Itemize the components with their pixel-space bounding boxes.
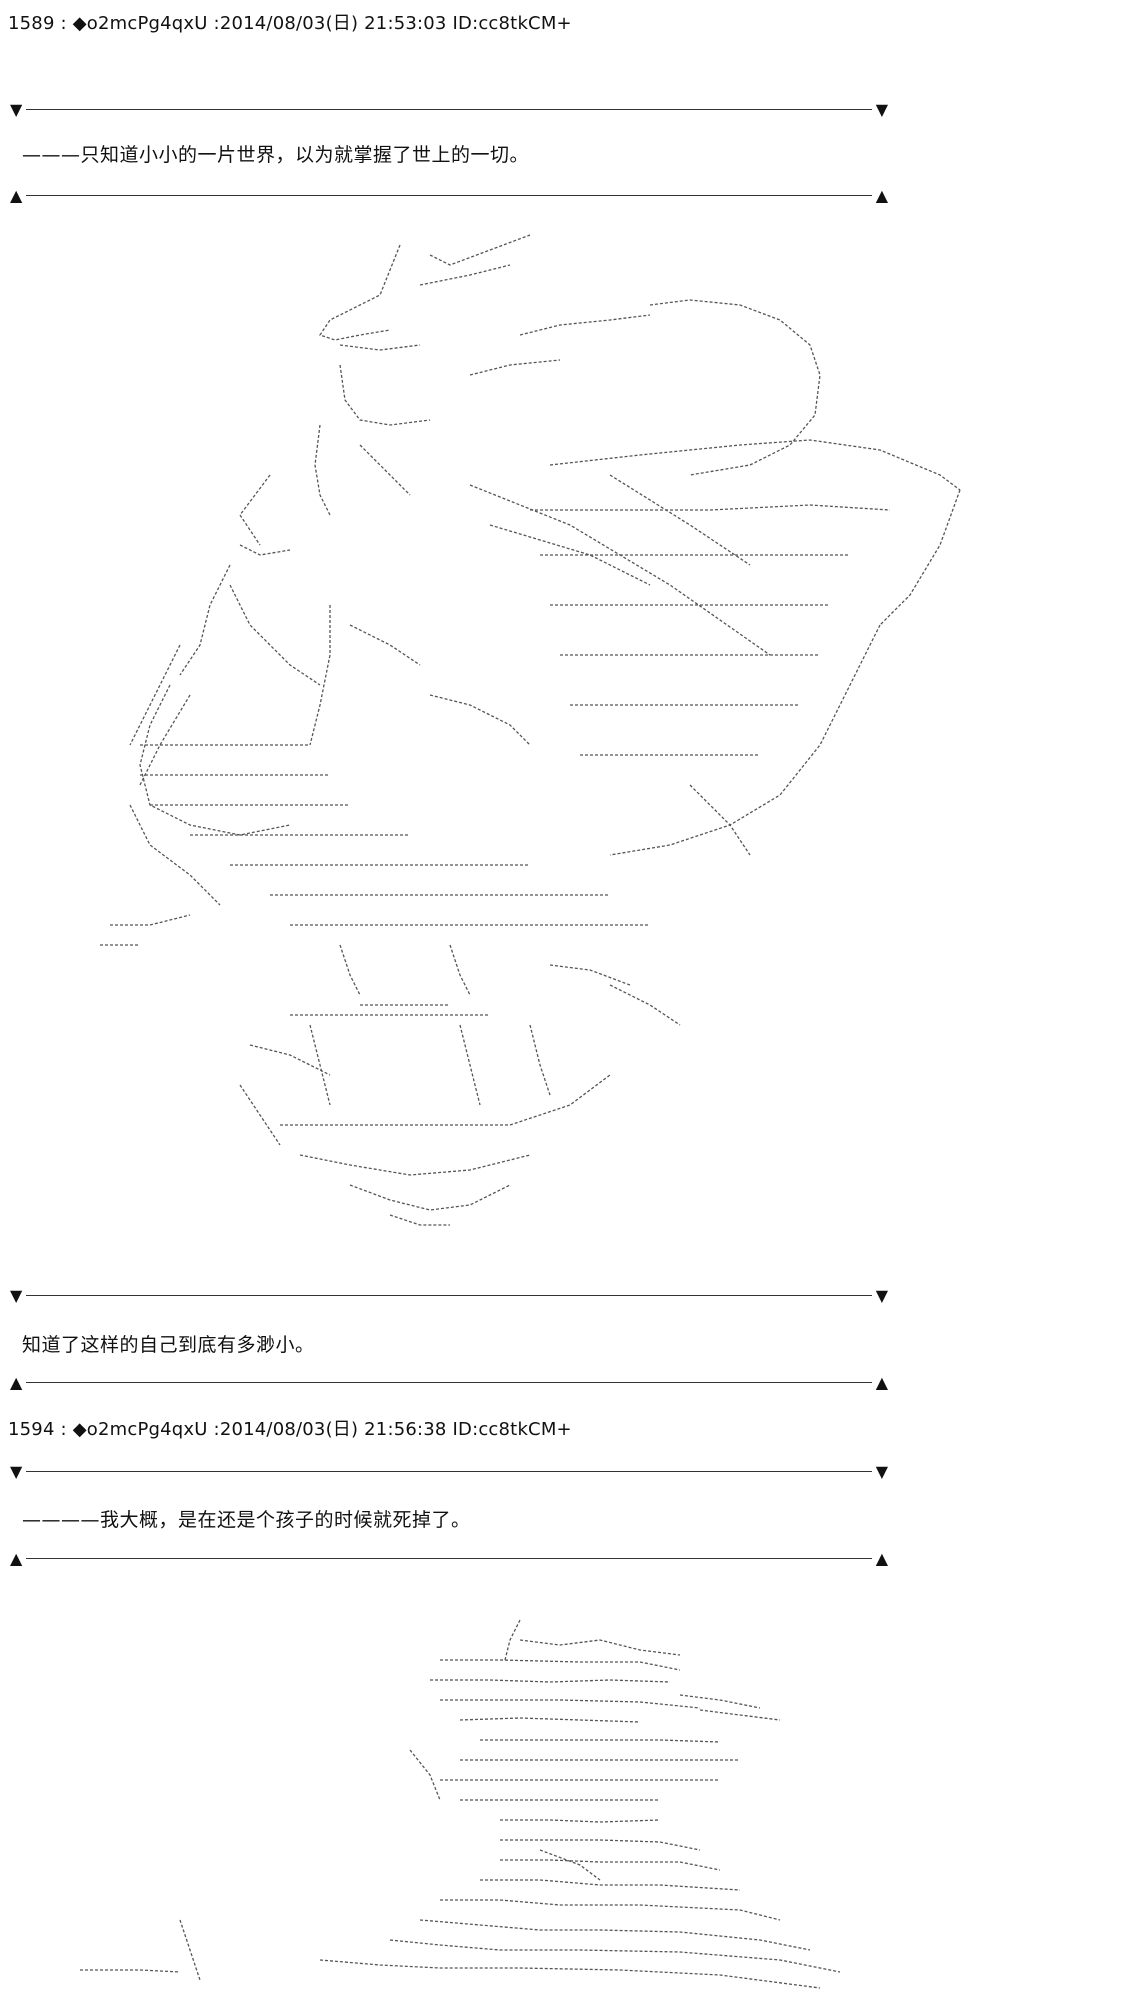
up-triangle-icon: ▲ bbox=[875, 1373, 888, 1392]
frame-top-open-2: ▼ ▼ bbox=[10, 1462, 888, 1482]
down-triangle-icon: ▼ bbox=[10, 100, 23, 119]
frame-top-open: ▼ ▼ bbox=[10, 100, 888, 120]
down-triangle-icon: ▼ bbox=[10, 1462, 23, 1481]
up-triangle-icon: ▲ bbox=[10, 186, 23, 205]
up-triangle-icon: ▲ bbox=[875, 1549, 888, 1568]
ascii-art-character-bust bbox=[80, 1600, 840, 2000]
ascii-art-girl-on-leaf bbox=[90, 225, 1010, 1270]
up-triangle-icon: ▲ bbox=[10, 1549, 23, 1568]
down-triangle-icon: ▼ bbox=[875, 1462, 888, 1481]
up-triangle-icon: ▲ bbox=[875, 186, 888, 205]
frame-rule bbox=[26, 1382, 872, 1383]
frame-top-close: ▲ ▲ bbox=[10, 186, 888, 206]
down-triangle-icon: ▼ bbox=[10, 1286, 23, 1305]
frame-rule bbox=[26, 195, 872, 196]
up-triangle-icon: ▲ bbox=[10, 1373, 23, 1392]
frame-rule bbox=[26, 109, 872, 110]
narration-line-2: 知道了这样的自己到底有多渺小。 bbox=[22, 1334, 315, 1356]
frame-bottom-close: ▲ ▲ bbox=[10, 1373, 888, 1393]
post-header-1589: 1589 : ◆o2mcPg4qxU :2014/08/03(日) 21:53:… bbox=[8, 13, 572, 34]
frame-top-close-2: ▲ ▲ bbox=[10, 1549, 888, 1569]
frame-rule bbox=[26, 1471, 872, 1472]
narration-line-1: ———只知道小小的一片世界，以为就掌握了世上的一切。 bbox=[22, 144, 530, 166]
frame-rule bbox=[26, 1295, 872, 1296]
post-header-1594: 1594 : ◆o2mcPg4qxU :2014/08/03(日) 21:56:… bbox=[8, 1419, 572, 1440]
frame-bottom-open: ▼ ▼ bbox=[10, 1286, 888, 1306]
down-triangle-icon: ▼ bbox=[875, 1286, 888, 1305]
narration-line-3: ————我大概，是在还是个孩子的时候就死掉了。 bbox=[22, 1509, 471, 1531]
down-triangle-icon: ▼ bbox=[875, 100, 888, 119]
frame-rule bbox=[26, 1558, 872, 1559]
